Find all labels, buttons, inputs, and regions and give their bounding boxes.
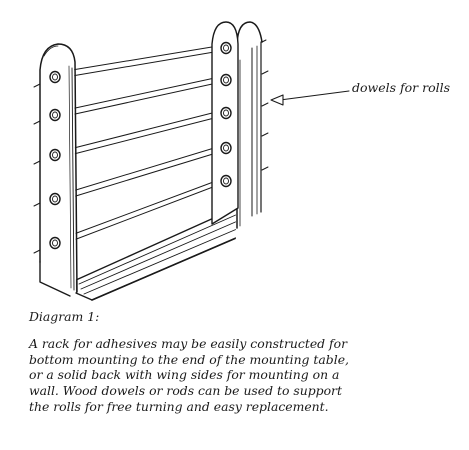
dowel-hole — [220, 73, 232, 87]
callout-arrow — [270, 90, 350, 106]
rack-base — [75, 205, 251, 301]
dowel-hole — [220, 41, 232, 55]
dowel-hole — [49, 108, 61, 122]
callout-label: dowels for rolls — [352, 80, 451, 95]
dowel-hole — [220, 106, 232, 120]
dowel — [65, 44, 227, 78]
dowels — [65, 44, 227, 244]
dowel-hole — [220, 141, 232, 155]
right-end-board — [235, 21, 263, 241]
diagram-caption: Diagram 1: A rack for adhesives may be e… — [29, 309, 359, 415]
dowel-hole — [220, 174, 232, 188]
dowel — [65, 75, 227, 117]
dowel-hole — [49, 192, 61, 206]
dowel-hole — [49, 70, 61, 84]
dowel-ends-right — [261, 39, 269, 171]
dowel — [65, 144, 227, 200]
caption-body: A rack for adhesives may be easily const… — [29, 335, 349, 414]
left-end-board — [39, 43, 78, 297]
left-board-holes — [49, 70, 61, 250]
dowel-hole — [49, 236, 61, 250]
right-end-board-face — [211, 21, 239, 225]
dowel — [65, 177, 227, 244]
dowel-hole — [49, 148, 61, 162]
rack-diagram — [33, 21, 350, 301]
dowel — [65, 109, 227, 157]
caption-title: Diagram 1: — [29, 309, 100, 324]
dowel-ends-left — [33, 83, 41, 254]
